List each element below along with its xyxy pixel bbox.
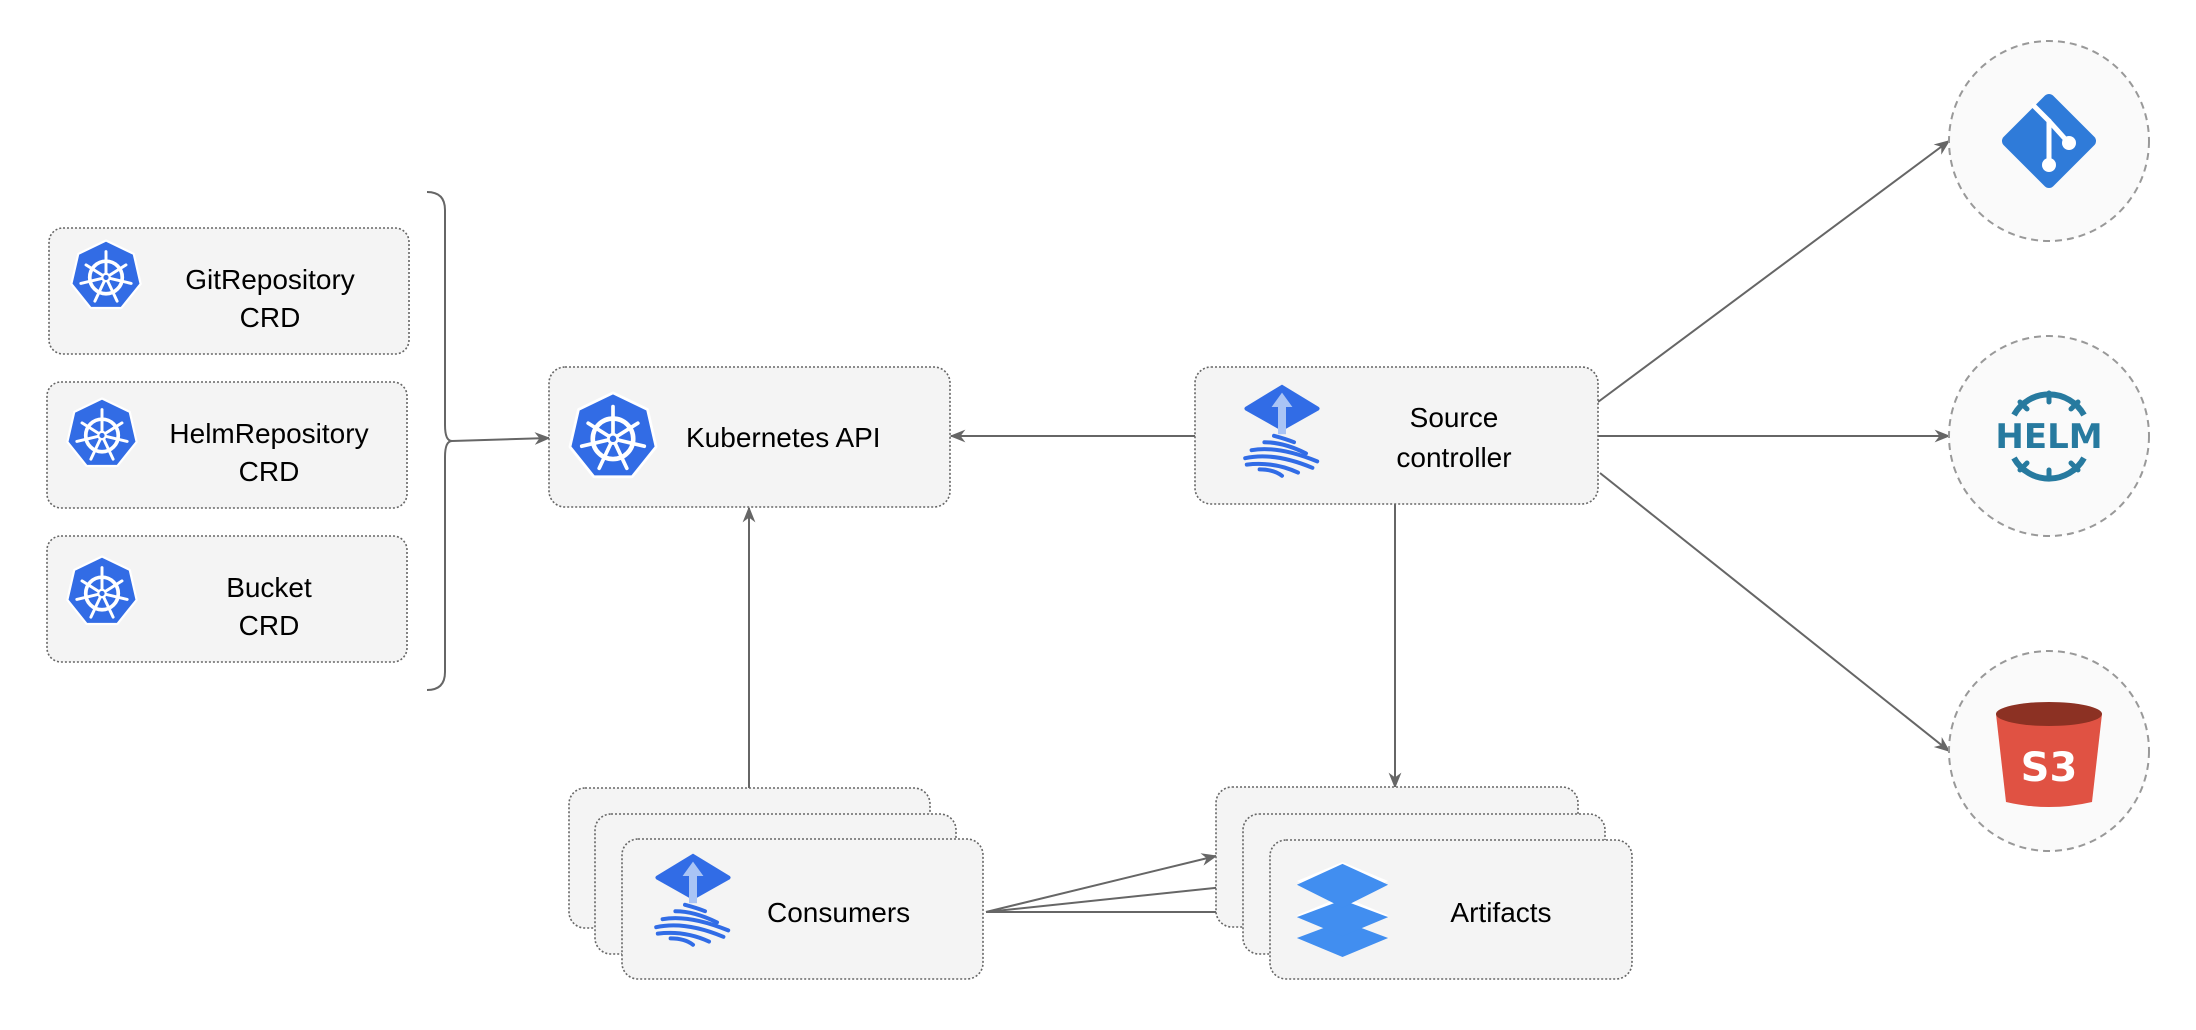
kubernetes-api-label: Kubernetes API: [686, 422, 881, 453]
edge-source-controller-to-s3: [1599, 472, 1951, 752]
crd-type: CRD: [240, 302, 301, 333]
kubernetes-api-node[interactable]: Kubernetes API: [548, 366, 951, 508]
crd-helmrepository[interactable]: HelmRepository CRD: [46, 381, 408, 509]
crd-name: HelmRepository: [169, 418, 368, 449]
artifacts-node[interactable]: Artifacts: [1215, 786, 1633, 980]
crd-name: GitRepository: [185, 264, 355, 295]
edge-crds-to-kubernetes-api: [451, 432, 551, 445]
consumers-node[interactable]: Consumers: [568, 787, 984, 980]
source-controller-node[interactable]: Source controller: [1194, 366, 1599, 505]
helm-icon: HELM: [1995, 390, 2103, 482]
git-icon: [2001, 93, 2097, 189]
crd-type: CRD: [239, 456, 300, 487]
edge-consumers-to-artifacts-1: [985, 853, 1218, 913]
s3-source[interactable]: S3: [1948, 650, 2150, 852]
edge-consumers-to-artifacts-2: [985, 880, 1245, 913]
layers-icon: [1296, 862, 1389, 957]
crd-bucket[interactable]: Bucket CRD: [46, 535, 408, 663]
crd-gitrepository[interactable]: GitRepository CRD: [48, 227, 410, 355]
crd-name: Bucket: [226, 572, 312, 603]
s3-logo-text: S3: [2021, 745, 2078, 791]
crd-type: CRD: [239, 610, 300, 641]
edge-source-controller-to-git: [1597, 140, 1951, 403]
artifacts-label: Artifacts: [1450, 897, 1551, 928]
git-source[interactable]: [1948, 40, 2150, 242]
s3-icon: S3: [1996, 702, 2102, 807]
source-controller-line2: controller: [1396, 442, 1511, 473]
helm-source[interactable]: HELM: [1948, 335, 2150, 537]
source-controller-line1: Source: [1410, 402, 1499, 433]
crd-brace: [426, 191, 453, 691]
helm-logo-text: HELM: [1995, 417, 2102, 457]
consumers-label: Consumers: [767, 897, 910, 928]
edges: [426, 140, 1951, 919]
